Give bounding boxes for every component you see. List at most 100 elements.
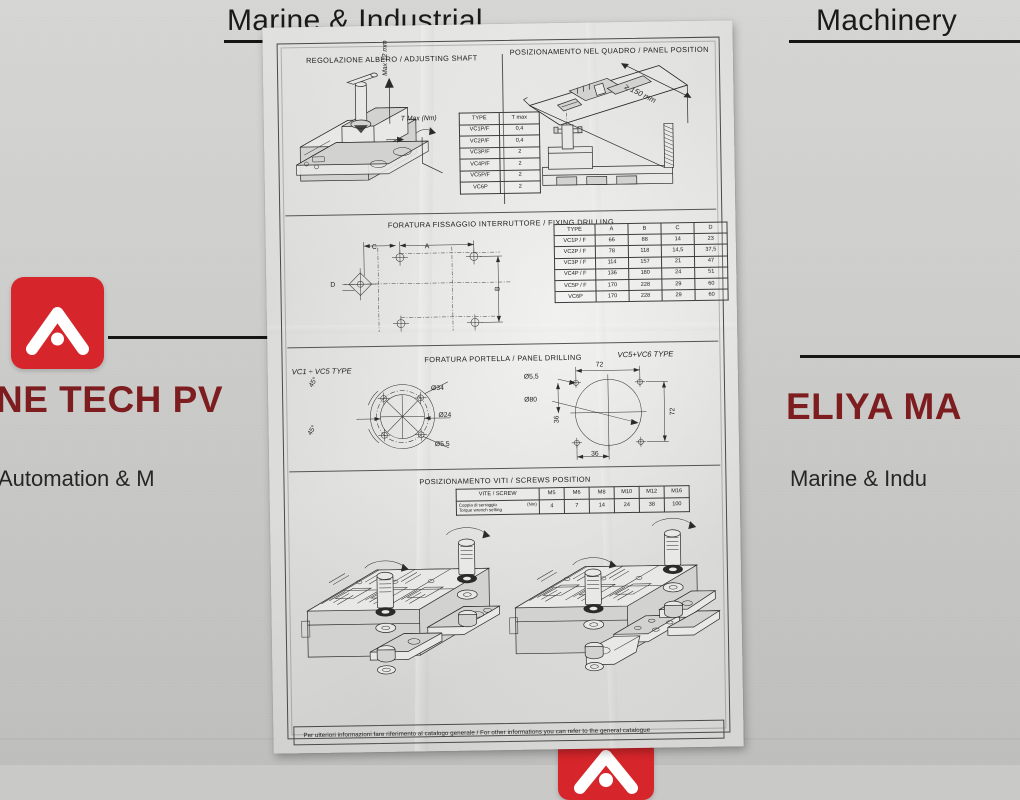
- bolt-assembly-center: [364, 560, 409, 663]
- cell-type: VC3P/F: [459, 147, 500, 160]
- cell-a: 114: [595, 257, 629, 269]
- bolt-assembly-right: [652, 518, 697, 618]
- cell-type: VC2P / F: [554, 246, 596, 259]
- cell-c: 24: [661, 267, 695, 279]
- poster-title-right: Machinery: [816, 4, 958, 37]
- company-logo-left: [11, 277, 104, 369]
- fixing-drilling-diagram: [342, 240, 511, 332]
- dim-width-72: 72: [595, 361, 604, 369]
- footer-text: Per ulteriori informazioni fare riferime…: [303, 726, 651, 740]
- section-adjusting-shaft: REGOLAZIONE ALBERO / ADJUSTING SHAFT POS…: [283, 40, 716, 214]
- table-row: Coppia di serraggio (Nm) Torque wrench s…: [456, 497, 690, 515]
- dim-angle-bottom: 45°: [306, 424, 319, 437]
- brand-name-right: ELIYA MA: [786, 386, 963, 427]
- cell-d: 60: [694, 277, 728, 290]
- screws-position-left-drawing: [301, 527, 501, 675]
- cell-d: 60: [694, 289, 729, 301]
- dim-half-vertical-36: 36: [553, 415, 561, 424]
- bolt-assembly-right: [446, 527, 491, 628]
- cell-a: 170: [595, 279, 630, 292]
- th-c: C: [660, 222, 695, 235]
- dim-bore-dia: Ø80: [524, 396, 538, 404]
- cell-type: VC6P: [555, 291, 597, 303]
- dim-hole-dia: Ø5,5: [434, 440, 450, 449]
- cell-torque-label: Coppia di serraggio (Nm) Torque wrench s…: [456, 499, 540, 515]
- cell-d: 37,5: [694, 244, 728, 257]
- cell-b: 228: [629, 290, 663, 302]
- panel-drilling-left-diagram: [356, 381, 451, 449]
- cell-type: VC1P / F: [554, 235, 596, 248]
- cell-type: VC5P/F: [460, 170, 501, 183]
- cell-torque-m5: 4: [539, 499, 565, 514]
- torque-unit: (Nm): [527, 501, 537, 507]
- cell-b: 228: [628, 278, 662, 291]
- cell-torque-m6: 7: [564, 499, 590, 514]
- dim-label-b: B: [494, 286, 502, 292]
- cell-torque-m16: 100: [664, 497, 690, 512]
- poster-rule-mid-right: [800, 355, 1020, 358]
- company-logo-bottom: [558, 740, 654, 800]
- section-title-adjusting-shaft: REGOLAZIONE ALBERO / ADJUSTING SHAFT: [306, 53, 478, 66]
- th-m12: M12: [639, 485, 665, 499]
- dim-inner-dia: Ø24: [438, 411, 452, 420]
- section-title-panel-position: POSIZIONAMENTO NEL QUADRO / PANEL POSITI…: [509, 44, 709, 57]
- adjusting-shaft-drawing: [296, 72, 443, 182]
- instruction-sheet: REGOLAZIONE ALBERO / ADJUSTING SHAFT POS…: [262, 20, 744, 754]
- bolt-assembly-center: [572, 557, 617, 660]
- cell-type: VC1P/F: [459, 124, 500, 137]
- dim-height-72: 72: [669, 407, 677, 416]
- cell-b: 88: [628, 234, 662, 246]
- cell-c: 14: [661, 233, 695, 246]
- brand-tagline-right: Marine & Indu: [790, 466, 927, 491]
- label-max-stroke: Max 12 mm: [381, 40, 390, 76]
- section-panel-drilling: FORATURA PORTELLA / PANEL DRILLING VC1 ÷…: [287, 345, 720, 468]
- section-fixing-drilling: FORATURA FISSAGGIO INTERRUTTORE / FIXING…: [285, 213, 729, 344]
- table-screws-torque: VITE / SCREW M5 M6 M8 M10 M12 M16 Coppia…: [455, 485, 690, 516]
- dim-half-horizontal-36: 36: [591, 450, 599, 458]
- cell-a: 136: [595, 268, 629, 280]
- dim-label-d: D: [330, 281, 336, 289]
- panel-drilling-right-diagram: [552, 365, 669, 460]
- th-type: TYPE: [553, 224, 596, 236]
- cell-type: VC3P / F: [554, 257, 596, 270]
- brand-name-left: NE TECH PV: [0, 379, 224, 420]
- cell-d: 51: [694, 266, 728, 279]
- dim-right-hole-dia: Ø5,5: [523, 373, 539, 381]
- th-m5: M5: [539, 487, 565, 500]
- dim-angle-top: 45°: [307, 376, 320, 389]
- cell-torque-m10: 24: [614, 498, 640, 513]
- arch-icon: [26, 307, 89, 355]
- cell-b: 118: [628, 245, 662, 258]
- cell-d: 23: [694, 233, 728, 245]
- cell-a: 66: [595, 234, 629, 247]
- cell-b: 157: [628, 256, 662, 269]
- section-screws-position: POSIZIONAMENTO VITI / SCREWS POSITION VI…: [289, 469, 724, 716]
- cell-c: 21: [661, 256, 695, 268]
- cell-torque-m8: 14: [589, 498, 615, 513]
- cell-a: 78: [595, 245, 629, 258]
- cell-b: 180: [628, 267, 662, 280]
- cell-c: 14,5: [661, 244, 695, 257]
- torque-label-en: Torque wrench setting: [458, 507, 502, 513]
- th-b: B: [627, 222, 662, 235]
- label-torque-max: T Max (Nm): [400, 115, 437, 123]
- screws-position-right-drawing: [509, 518, 721, 672]
- th-type: TYPE: [459, 112, 500, 125]
- th-m8: M8: [589, 486, 615, 500]
- cell-torque-m12: 38: [639, 497, 665, 512]
- cell-c: 29: [661, 278, 695, 291]
- cell-type: VC4P/F: [459, 158, 501, 171]
- arch-icon: [574, 750, 638, 794]
- cell-d: 47: [694, 255, 728, 268]
- cell-type: VC2P/F: [459, 135, 500, 148]
- cell-a: 170: [596, 290, 630, 303]
- poster-rule-top-right: [789, 40, 1020, 43]
- th-m16: M16: [664, 485, 690, 498]
- panel-position-drawing: [523, 63, 692, 186]
- cell-type: VC4P / F: [554, 268, 596, 281]
- poster-rule-mid-left: [108, 336, 273, 339]
- cell-c: 29: [661, 289, 696, 302]
- th-m6: M6: [564, 487, 590, 500]
